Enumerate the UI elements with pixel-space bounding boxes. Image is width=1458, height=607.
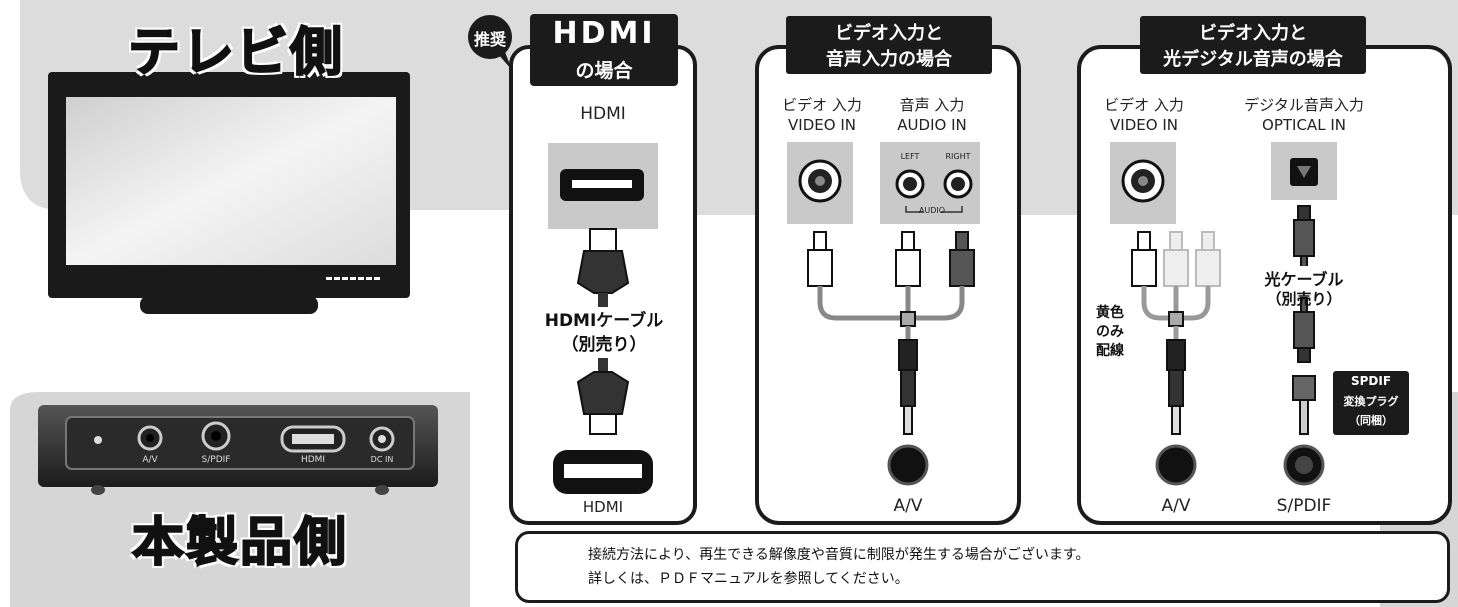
device-port-av: A/V [142, 455, 158, 465]
opt-video-en: VIDEO IN [1110, 116, 1178, 134]
hdmi-title: の場合 [575, 60, 633, 82]
notice-line-1: 接続方法により、再生できる解像度や音質に制限が発生する場合がございます。 [588, 547, 1090, 563]
device-side-label: 本製品側 [131, 512, 348, 574]
rca-cable-2 [1131, 231, 1221, 435]
notice-box [515, 531, 1450, 603]
tv-side-label: テレビ側 [127, 22, 344, 84]
device-icon [38, 405, 438, 495]
hdmi-tv-port-label: HDMI [580, 104, 626, 124]
spdif-label-bg [1333, 371, 1409, 435]
av-title-1: ビデオ入力と [835, 23, 943, 44]
notice-line-2: 詳しくは、ＰＤＦマニュアルを参照してください。 [588, 571, 909, 587]
device-port-dcin: DC IN [370, 455, 394, 464]
hdmi-badge [468, 14, 678, 86]
optical-title-1: ビデオ入力と [1199, 23, 1307, 44]
yellow-only-2: のみ [1096, 324, 1124, 340]
yellow-only-3: 配線 [1096, 343, 1124, 359]
optical-cable-sold-separately: （別売り） [1266, 290, 1342, 308]
device-port-hdmi: HDMI [300, 455, 326, 465]
rca-cable [807, 231, 975, 435]
opt-spdif-port-label: S/PDIF [1276, 496, 1332, 516]
spdif-label-3: （同梱） [1349, 414, 1393, 427]
av-device-port [887, 444, 929, 486]
hdmi-cable-sold-separately: （別売り） [561, 335, 647, 355]
optical-header-bg [1140, 16, 1366, 74]
av-audio-jp: 音声 入力 [899, 96, 965, 114]
tv-icon [48, 72, 410, 314]
yellow-only-1: 黄色 [1096, 305, 1124, 321]
hdmi-device-port-label: HDMI [582, 498, 624, 516]
av-audio-en: AUDIO IN [897, 116, 967, 134]
av-device-port-2 [1155, 444, 1197, 486]
av-device-port-label: A/V [893, 496, 923, 516]
av-header-bg [786, 16, 992, 74]
spdif-label-1: SPDIF [1350, 374, 1392, 388]
audio-group-label: AUDIO [918, 206, 946, 215]
hdmi-cable-label: HDMIケーブル [544, 311, 664, 331]
av-title-2: 音声入力の場合 [826, 49, 952, 70]
recommended-badge: 推奨 [473, 30, 506, 49]
av-video-en: VIDEO IN [788, 116, 856, 134]
optical-cable-label: 光ケーブル [1252, 266, 1356, 290]
audio-left-label: LEFT [900, 152, 920, 161]
av-video-jp: ビデオ 入力 [782, 96, 862, 114]
opt-optical-jp: デジタル音声入力 [1244, 96, 1364, 114]
opt-video-jp: ビデオ 入力 [1104, 96, 1184, 114]
device-port-spdif: S/PDIF [201, 455, 231, 465]
hdmi-cable [576, 228, 630, 435]
optical-title-2: 光デジタル音声の場合 [1163, 49, 1343, 70]
hdmi-logo: HDMI [552, 16, 656, 51]
spdif-label-2: 変換プラグ [1343, 395, 1399, 408]
opt-av-port-label: A/V [1161, 496, 1191, 516]
audio-right-label: RIGHT [945, 152, 971, 161]
opt-optical-en: OPTICAL IN [1262, 116, 1346, 134]
optical-cable [1292, 205, 1316, 435]
